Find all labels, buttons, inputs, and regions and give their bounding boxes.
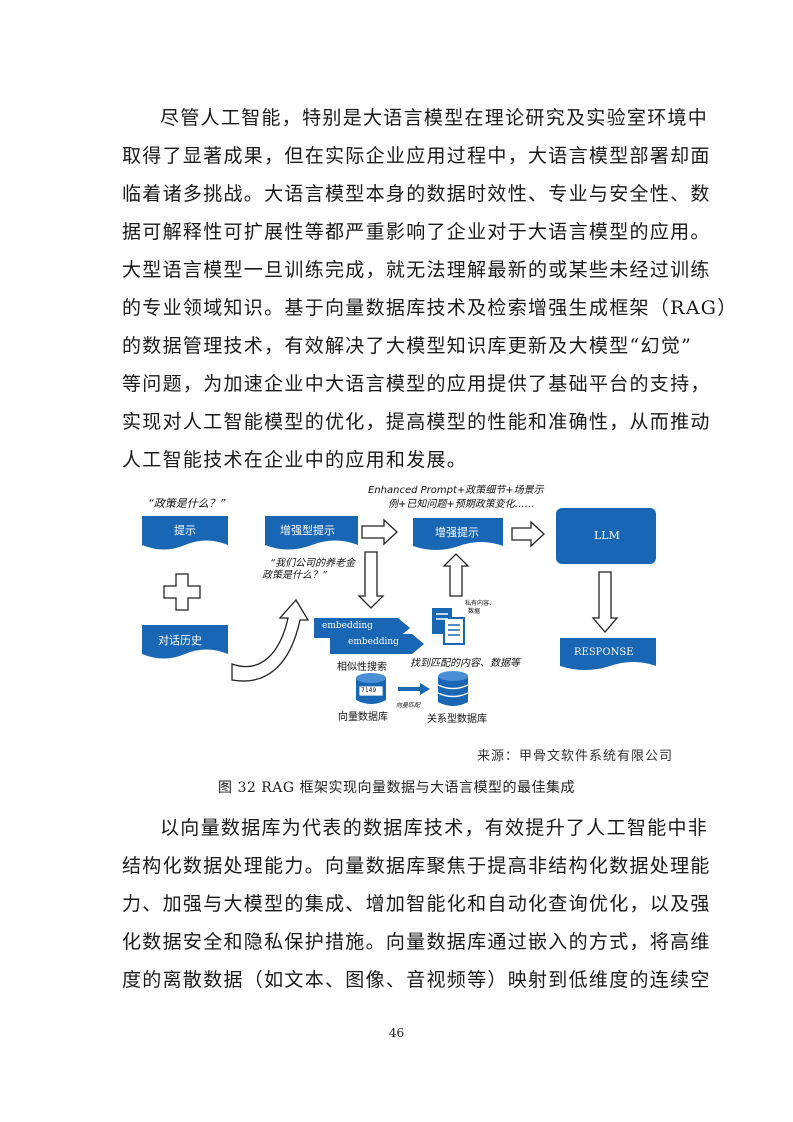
text-line: 人工智能技术在企业中的应用和发展。: [122, 449, 468, 471]
enhanced-prompt-line1: Enhanced Prompt+政策细节+场景示: [368, 485, 544, 496]
down-arrow-embedding: [357, 551, 385, 609]
company-quote-line2: 政策是什么？”: [262, 570, 328, 581]
embedding-label-2: embedding: [348, 637, 399, 647]
database-icon: [437, 671, 469, 706]
text-line: 尽管人工智能，特别是大语言模型在理论研究及实验室环境中: [160, 107, 709, 129]
enhanced-prompt-box: [265, 516, 358, 550]
text-line: 的专业领域知识。基于向量数据库技术及检索增强生成框架（RAG）: [122, 297, 738, 319]
history-box: [142, 625, 228, 659]
plus-icon: [163, 573, 201, 611]
vector-db-label: 向量数据库: [338, 712, 388, 723]
rag-diagram: “政策是什么？” 提示 增强型提示 Enhanced Prompt+政策细节+场…: [130, 478, 670, 728]
up-arrow-private: [442, 553, 470, 597]
text-line: 实现对人工智能模型的优化，提高模型的性能和准确性，从而推动: [122, 411, 711, 433]
augmented-prompt-label: 增强提示: [435, 526, 479, 539]
prompt-label: 提示: [174, 524, 196, 537]
figure-caption: 图 32 RAG 框架实现向量数据与大语言模型的最佳集成: [218, 780, 575, 796]
enhanced-prompt-line2: 例+已知问题+预期政策变化……: [388, 499, 535, 510]
relational-db-label: 关系型数据库: [427, 714, 487, 725]
text-line: 力、加强与大模型的集成、增加智能化和自动化查询优化，以及强: [122, 893, 711, 915]
text-line: 结构化数据处理能力。向量数据库聚焦于提高非结构化数据处理能: [122, 855, 711, 877]
private-content-line2: 数据: [468, 608, 481, 615]
text-line: 的数据管理技术，有效解决了大模型知识库更新及大模型“幻觉”: [122, 335, 693, 357]
company-quote-line1: “我们公司的养老金: [270, 558, 356, 569]
found-content-label: 找到匹配的内容、数据等: [410, 658, 520, 669]
right-arrow-2: [511, 520, 545, 548]
text-line: 大型语言模型一旦训练完成，就无法理解最新的或某些未经过训练: [122, 259, 711, 281]
augmented-prompt-box: [413, 518, 503, 550]
db-arrow: [398, 683, 430, 695]
enhanced-prompt-label: 增强型提示: [280, 524, 335, 537]
paragraph-1: 尽管人工智能，特别是大语言模型在理论研究及实验室环境中 取得了显著成果，但在实际…: [122, 99, 738, 479]
response-label: RESPONSE: [574, 647, 634, 658]
diagram-shapes: [142, 508, 656, 706]
response-box: [560, 638, 656, 670]
private-content-line1: 私有内容、: [465, 600, 496, 607]
paragraph-2: 以向量数据库为代表的数据库技术，有效提升了人工智能中非 结构化数据处理能力。向量…: [122, 809, 711, 999]
vector-match-label: 向量匹配: [396, 702, 421, 709]
vector-db-number: 7149: [361, 687, 377, 694]
text-line: 取得了显著成果，但在实际企业应用过程中，大语言模型部署却面: [122, 145, 711, 167]
text-line: 度的离散数据（如文本、图像、音视频等）映射到低维度的连续空: [122, 969, 711, 991]
vector-db-icon: [356, 673, 386, 704]
llm-label: LLM: [594, 529, 620, 542]
history-label: 对话历史: [158, 634, 202, 647]
document-icon: [432, 608, 465, 645]
text-line: 以向量数据库为代表的数据库技术，有效提升了人工智能中非: [160, 817, 709, 839]
right-arrow-1: [361, 518, 398, 546]
embedding-banner-1: [314, 618, 410, 638]
embedding-label-1: embedding: [322, 621, 373, 631]
similarity-search-label: 相似性搜索: [337, 662, 387, 673]
llm-box: [556, 508, 656, 564]
question-quote: “政策是什么？”: [148, 497, 226, 510]
text-line: 化数据安全和隐私保护措施。向量数据库通过嵌入的方式，将高维: [122, 931, 711, 953]
figure-source: 来源：甲骨文软件系统有限公司: [476, 749, 673, 764]
curved-arrow-icon: [231, 598, 310, 682]
text-line: 等问题，为加速企业中大语言模型的应用提供了基础平台的支持，: [122, 373, 711, 395]
down-arrow-llm: [591, 571, 619, 633]
prompt-box: [142, 516, 228, 550]
text-line: 临着诸多挑战。大语言模型本身的数据时效性、专业与安全性、数: [122, 183, 711, 205]
embedding-banner-2: [330, 634, 424, 654]
text-line: 据可解释性可扩展性等都严重影响了企业对于大语言模型的应用。: [122, 221, 711, 243]
page-number: 46: [388, 1026, 405, 1040]
